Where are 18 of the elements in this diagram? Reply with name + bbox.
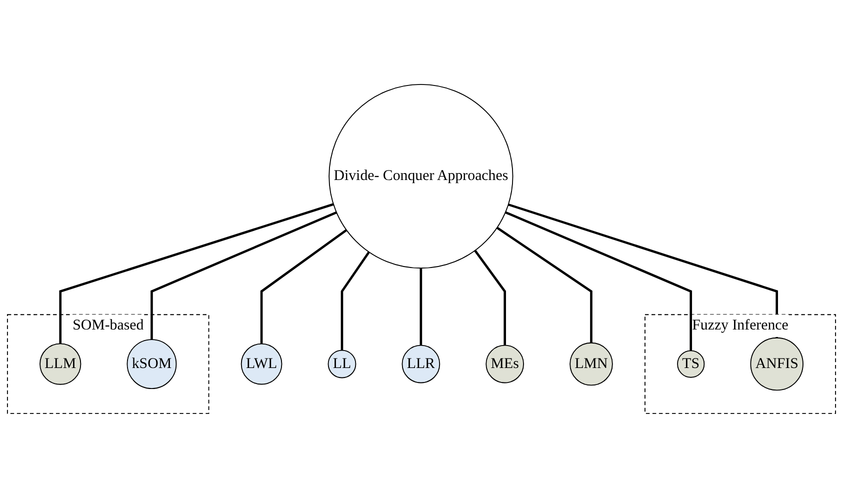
connector [474, 250, 506, 346]
node-circle: LMN [570, 342, 613, 386]
node-circle: LLM [40, 343, 82, 385]
connector [260, 229, 348, 344]
connector [150, 211, 337, 340]
node-circle: TS [677, 350, 705, 378]
connector [420, 268, 422, 346]
node-circle: kSOM [126, 339, 177, 390]
node-circle: LL [328, 350, 356, 378]
node-circle: LWL [240, 343, 282, 385]
node-circle: LLR [402, 344, 440, 384]
connector [504, 211, 692, 351]
connector [59, 203, 334, 344]
connector [340, 251, 370, 350]
node-circle: MEs [486, 344, 524, 384]
connector [496, 226, 592, 343]
node-circle: ANFIS [750, 337, 804, 391]
node-circle: Divide- Conquer Approaches [328, 84, 514, 269]
